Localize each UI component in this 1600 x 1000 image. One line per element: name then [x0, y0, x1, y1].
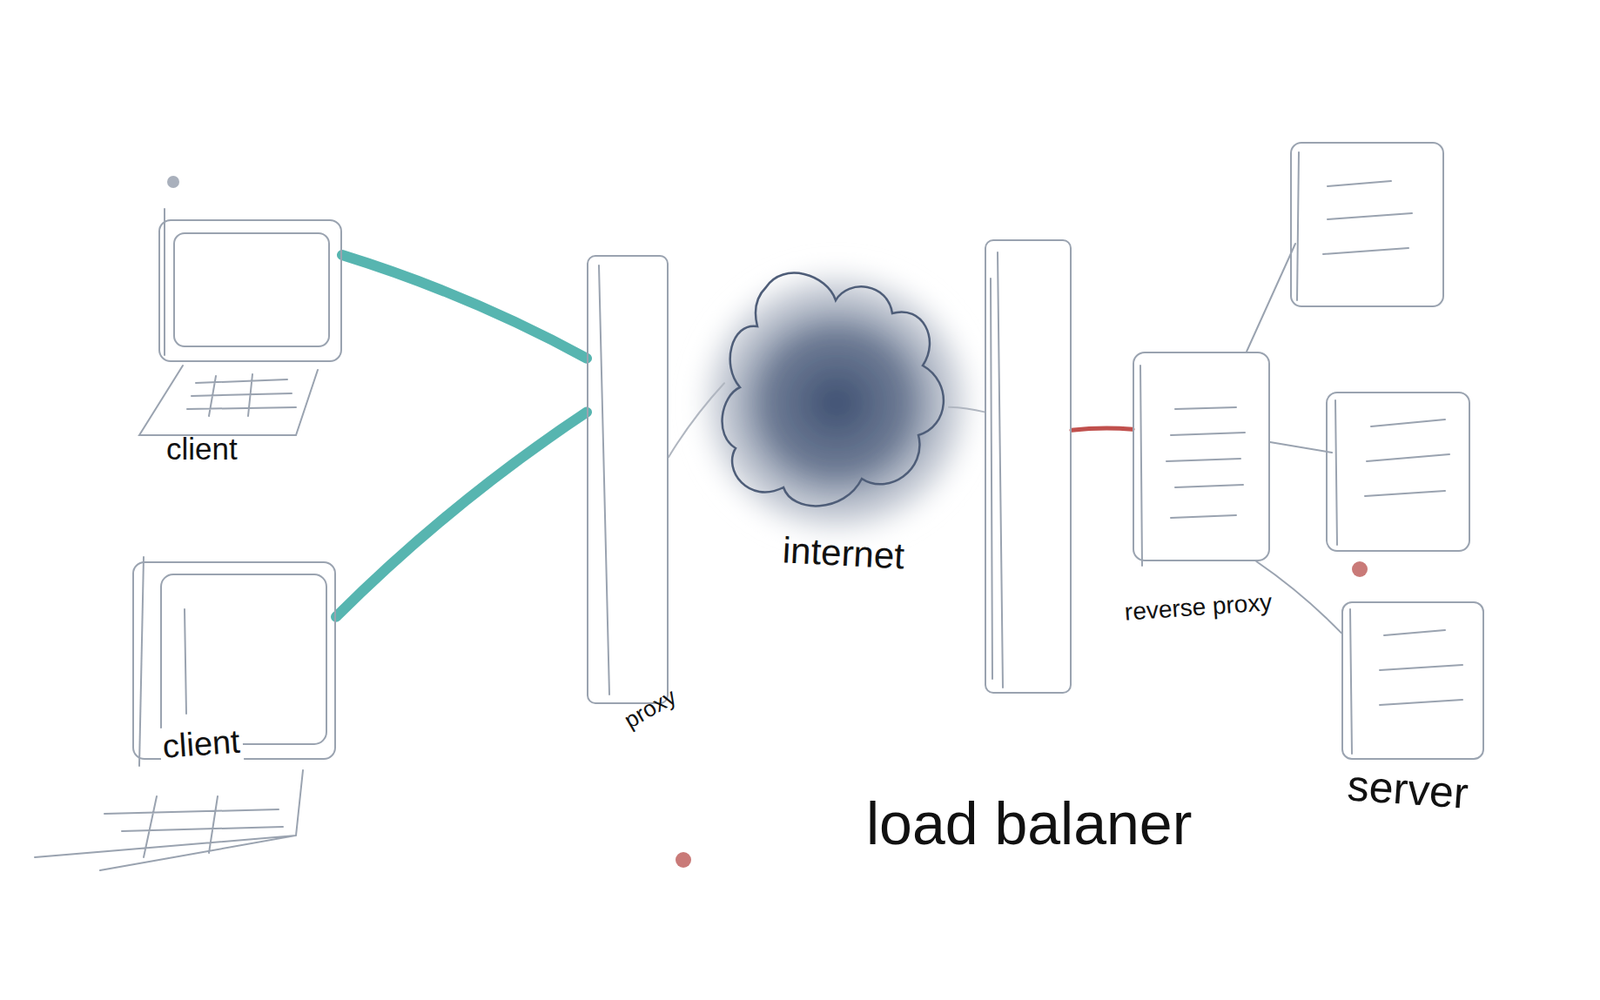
internet-node: internet [724, 275, 949, 516]
connector [948, 407, 985, 413]
node-label: load balaner [863, 789, 1195, 858]
connector [336, 412, 587, 618]
node-label: client [163, 431, 241, 467]
dot [675, 852, 692, 868]
client-monitor: client [158, 219, 343, 363]
load-balancer-band: load balaner [984, 239, 1072, 694]
reverse-proxy-box: reverse proxy [1132, 351, 1271, 562]
proxy-band: proxy [586, 255, 669, 705]
node-label: proxy [618, 682, 684, 736]
connector [342, 255, 587, 359]
connector-line [1071, 428, 1133, 431]
sketch-strokes [34, 142, 1470, 871]
client-monitor: client [132, 561, 337, 760]
node-label: internet [779, 529, 908, 579]
connector-line [336, 412, 587, 618]
node-label: client [158, 722, 244, 767]
server-box: server [1341, 601, 1485, 760]
node-label: server [1343, 760, 1473, 820]
connector-line [668, 383, 725, 458]
internet-cloud [684, 255, 989, 552]
node-label: reverse proxy [1121, 588, 1276, 627]
connector [668, 383, 725, 458]
connector-line [342, 255, 587, 359]
connector [1071, 428, 1133, 431]
connector-line [948, 407, 985, 413]
dot [1351, 561, 1368, 578]
